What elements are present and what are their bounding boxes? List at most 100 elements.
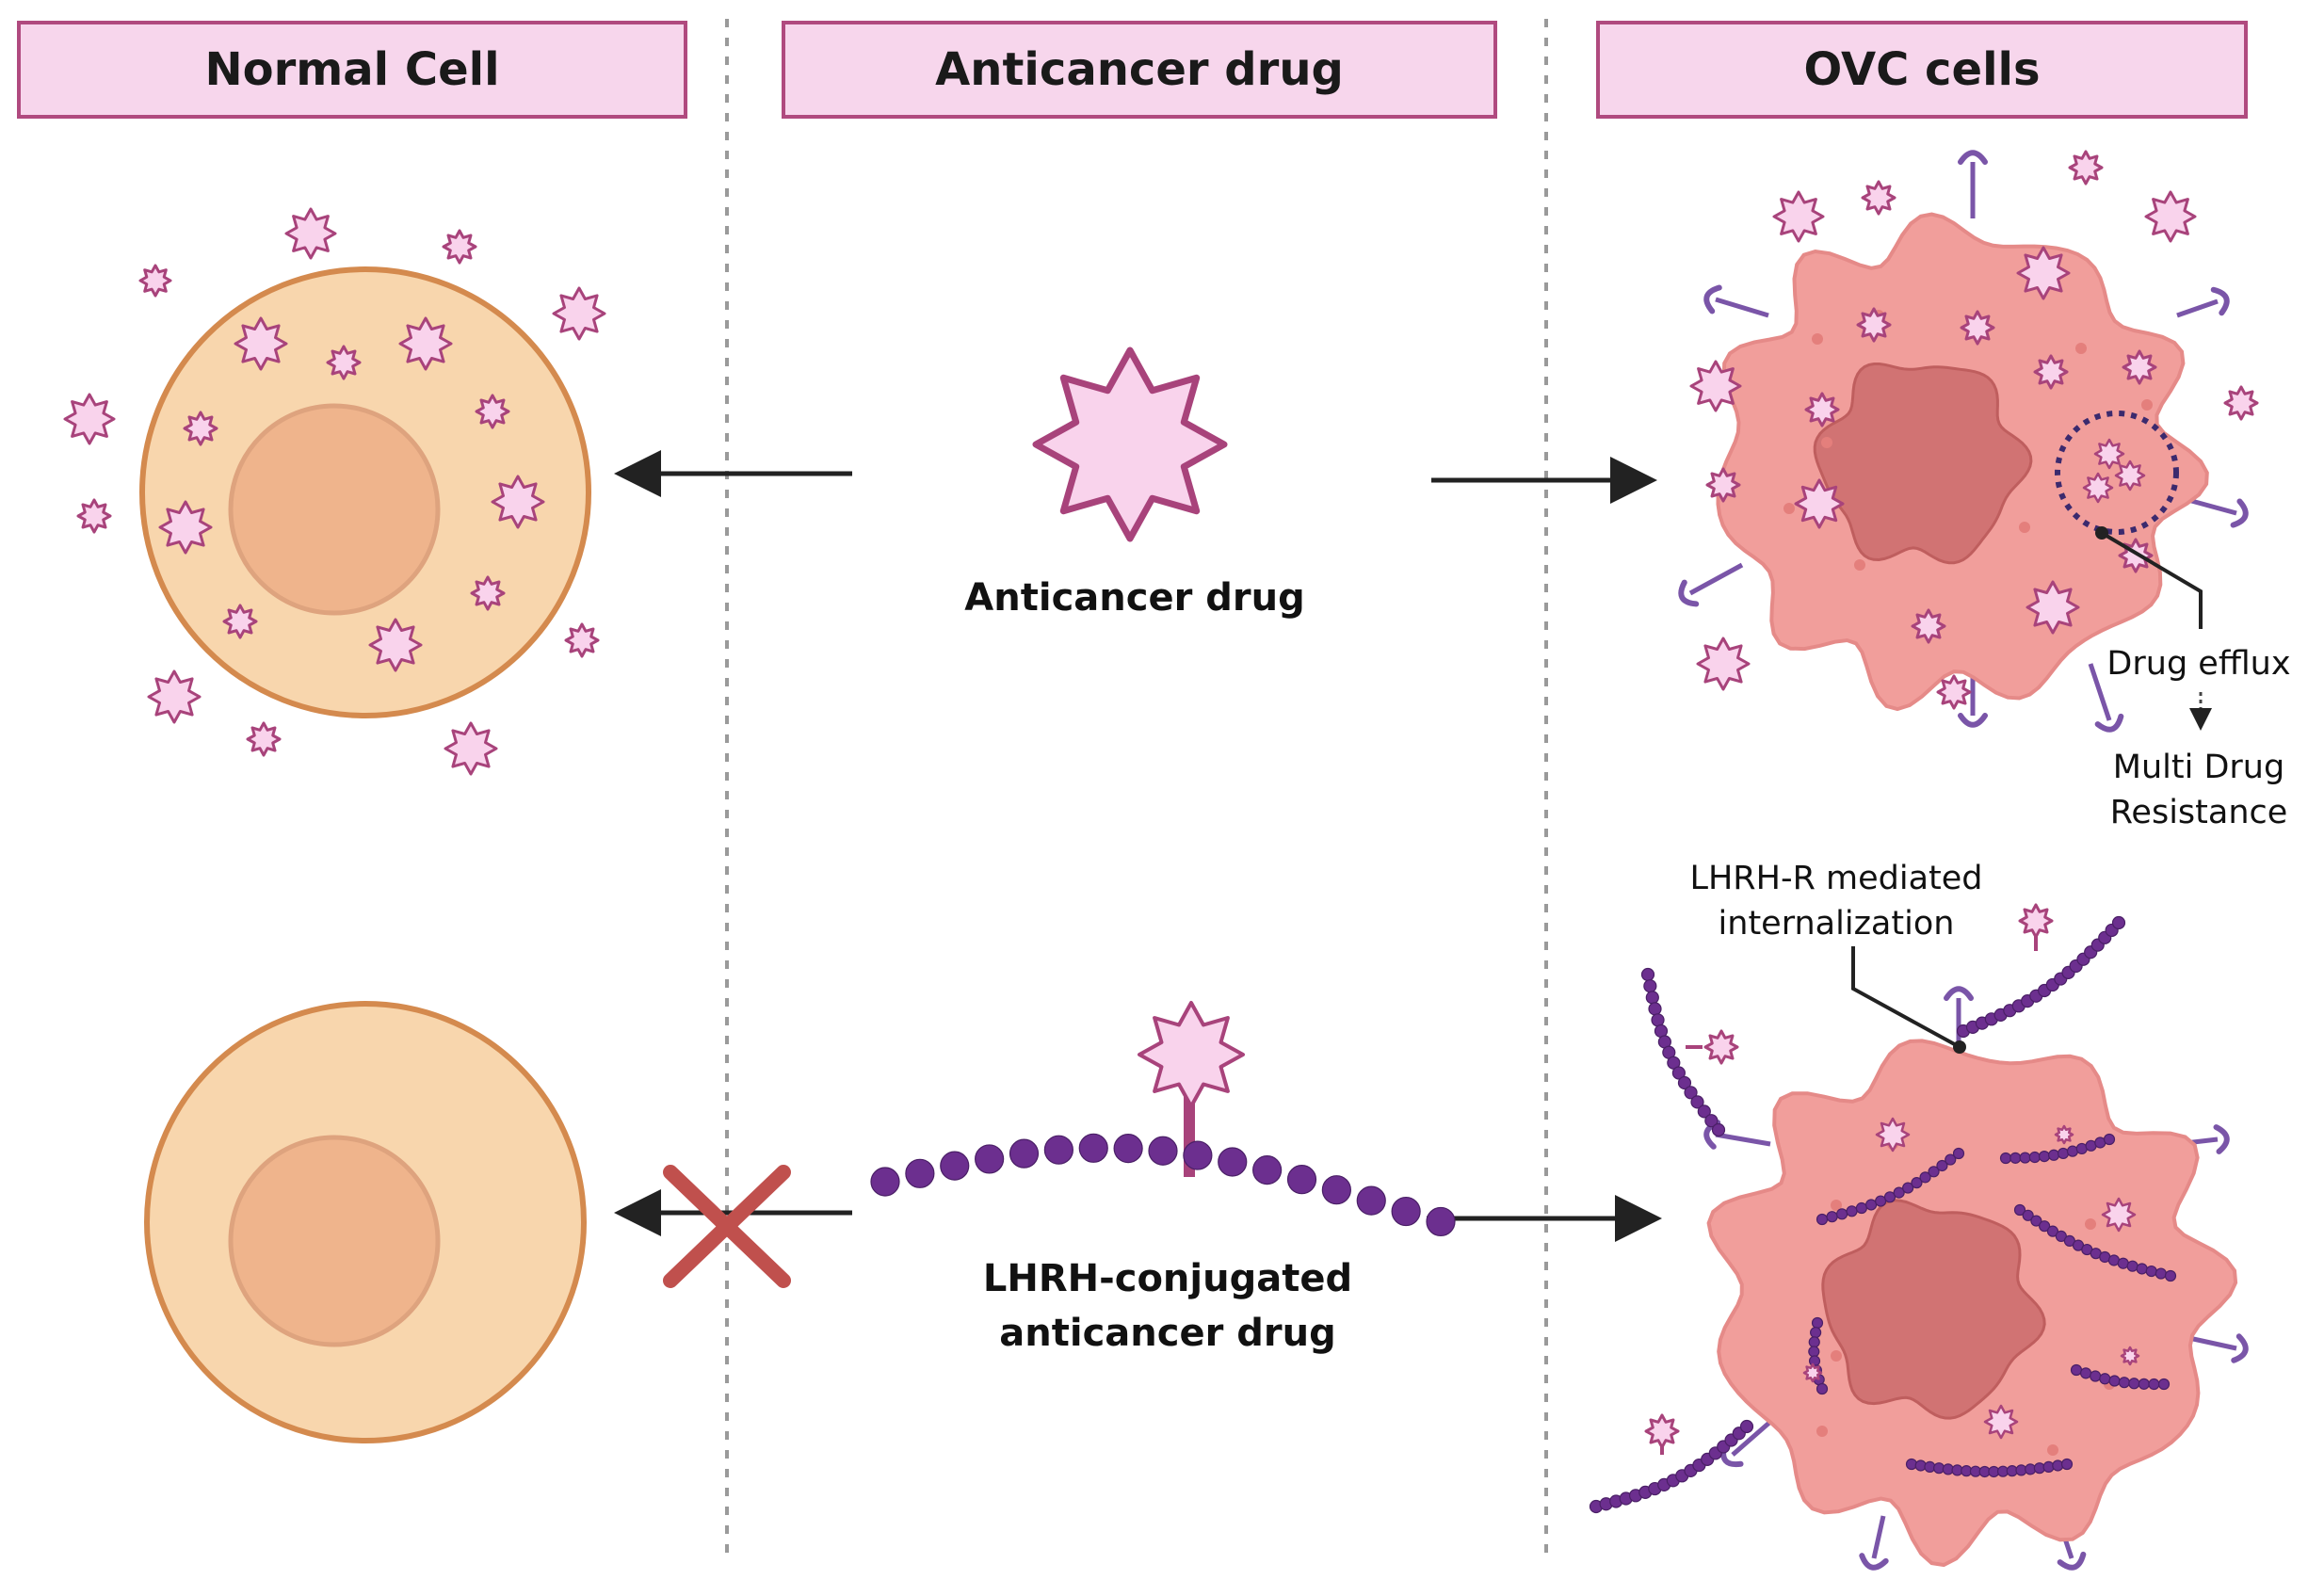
peptide-bead bbox=[2111, 915, 2126, 930]
drug-star-icon bbox=[63, 393, 116, 445]
drug-star-icon bbox=[1911, 608, 1946, 644]
receptor-cup-icon bbox=[2213, 1124, 2230, 1154]
peptide-bead bbox=[1645, 991, 1659, 1005]
vesicle-dot bbox=[1854, 559, 1865, 571]
drug-star-icon bbox=[1794, 478, 1845, 529]
drug-star-icon bbox=[147, 669, 202, 724]
peptide-bead bbox=[1704, 1114, 1719, 1128]
peptide-bead bbox=[1945, 1153, 1957, 1166]
drug-star-icon bbox=[1703, 1029, 1739, 1065]
peptide-bead bbox=[2055, 1230, 2067, 1242]
peptide-bead bbox=[2047, 1149, 2060, 1161]
ovc-cell-bottom bbox=[1589, 903, 2249, 1571]
ovc-cell-top bbox=[1678, 150, 2259, 733]
peptide-bead bbox=[2046, 1225, 2059, 1237]
peptide-bead bbox=[2099, 1373, 2111, 1385]
receptor-stalk bbox=[1871, 1515, 1886, 1559]
drug-star-icon bbox=[1804, 392, 1840, 427]
receptor-stalk bbox=[1731, 1420, 1772, 1457]
receptor-stalk bbox=[1715, 1132, 1771, 1147]
drug-star-icon bbox=[2093, 438, 2125, 470]
conjugated-drug-star bbox=[1138, 1001, 1245, 1108]
peptide-bead bbox=[1690, 1095, 1704, 1109]
peptide-bead bbox=[1911, 1177, 1923, 1189]
drug-star-icon bbox=[76, 498, 112, 534]
peptide-bead bbox=[1808, 1346, 1820, 1358]
peptide-bead bbox=[2019, 1152, 2031, 1164]
receptor-stalk bbox=[1715, 297, 1769, 318]
drug-star-icon bbox=[2120, 1346, 2140, 1366]
drug-star-icon bbox=[2026, 580, 2080, 635]
peptide-bead bbox=[2103, 1133, 2116, 1146]
lhrh-conjugated-drug-icon bbox=[870, 1001, 1456, 1237]
peptide-bead bbox=[2126, 1260, 2139, 1272]
drug-star-icon bbox=[442, 229, 477, 265]
peptide-bead bbox=[2138, 1378, 2150, 1390]
peptide-bead bbox=[2090, 1370, 2102, 1382]
receptor-cup-icon bbox=[1703, 284, 1722, 314]
peptide-bead bbox=[2164, 1269, 2177, 1282]
drug-star-icon bbox=[138, 264, 172, 298]
label-mdr-line1: Multi Drug bbox=[2112, 749, 2285, 786]
peptide-bead bbox=[1391, 1196, 1421, 1227]
vesicle-dot bbox=[1831, 1200, 1842, 1211]
peptide-bead bbox=[1252, 1155, 1283, 1185]
drug-star-icon bbox=[1856, 307, 1892, 343]
peptide-bead bbox=[1640, 967, 1655, 982]
vesicle-dot bbox=[2141, 399, 2153, 411]
normal-cell-bottom bbox=[144, 1001, 587, 1443]
peptide-bead bbox=[1643, 979, 1657, 993]
drug-star-icon bbox=[222, 604, 258, 639]
drug-star-icon bbox=[2018, 903, 2054, 939]
peptide-bead bbox=[870, 1167, 900, 1197]
drug-star-icon bbox=[1705, 467, 1741, 503]
ovc-cell-top-nucleus bbox=[1813, 363, 2033, 565]
peptide-bead bbox=[1218, 1147, 1248, 1177]
peptide-bead bbox=[975, 1144, 1005, 1174]
drug-star-icon bbox=[2114, 459, 2146, 492]
peptide-bead bbox=[1113, 1134, 1143, 1164]
peptide-bead bbox=[2039, 1220, 2051, 1233]
peptide-bead bbox=[1864, 1199, 1878, 1211]
label-lhrh-conjugated-line1: LHRH-conjugated bbox=[982, 1257, 1353, 1300]
peptide-bead bbox=[1697, 1104, 1711, 1119]
drug-star-icon bbox=[368, 618, 423, 672]
anticancer-drug-star-icon bbox=[1032, 347, 1228, 542]
peptide-bead bbox=[2009, 1152, 2022, 1164]
vesicle-dot bbox=[1812, 333, 1823, 345]
peptide-bead bbox=[1739, 1419, 1754, 1434]
peptide-bead bbox=[1426, 1206, 1456, 1237]
blocked-cross-icon bbox=[663, 1165, 791, 1288]
vesicle-dot bbox=[1831, 1350, 1842, 1362]
normal-cell-bottom-nucleus bbox=[228, 1135, 441, 1347]
label-mdr-line2: Resistance bbox=[2109, 794, 2288, 831]
vesicle-dot bbox=[2019, 522, 2030, 533]
label-anticancer-drug: Anticancer drug bbox=[964, 576, 1305, 620]
drug-star-icon bbox=[2068, 150, 2104, 185]
peptide-bead bbox=[2136, 1263, 2148, 1275]
drug-star-icon bbox=[1696, 637, 1751, 691]
peptide-bead bbox=[2013, 1203, 2026, 1217]
peptide-bead bbox=[2118, 1377, 2130, 1389]
drug-star-icon bbox=[475, 394, 510, 429]
peptide-bead bbox=[1875, 1195, 1887, 1207]
peptide-bead bbox=[1148, 1136, 1178, 1166]
drug-star-icon bbox=[1875, 1117, 1911, 1153]
drug-star-icon bbox=[2144, 190, 2197, 243]
peptide-bead bbox=[1826, 1211, 1838, 1223]
drug-star-icon bbox=[470, 575, 506, 611]
peptide-bead bbox=[1671, 1066, 1686, 1080]
lhrh-r-leader bbox=[1851, 946, 1966, 1054]
peptide-bead bbox=[1902, 1182, 1914, 1194]
label-drug-efflux: Drug efflux bbox=[2106, 645, 2291, 683]
drug-star-icon bbox=[2054, 1124, 2074, 1145]
receptor-cup-icon bbox=[2231, 1333, 2249, 1363]
peptide-bead bbox=[1836, 1208, 1848, 1220]
vesicle-dot bbox=[2047, 1444, 2058, 1456]
peptide-bead bbox=[2022, 1209, 2034, 1221]
ovc-cell-bottom-nucleus bbox=[1821, 1199, 2046, 1420]
vesicle-dot bbox=[2075, 343, 2087, 354]
normal-cell-top-nucleus bbox=[228, 403, 441, 616]
peptide-bead bbox=[1808, 1355, 1821, 1367]
